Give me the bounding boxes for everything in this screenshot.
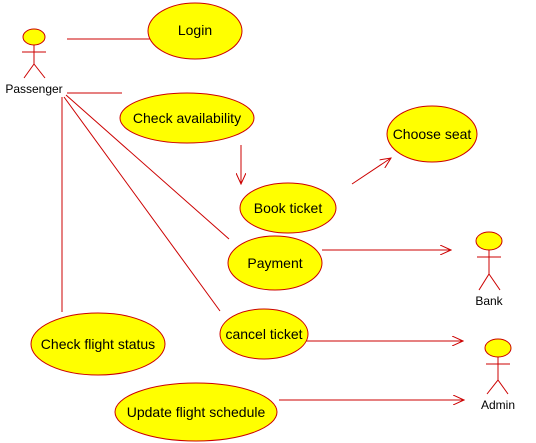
actor-bank: Bank [475,231,504,308]
connectors [61,38,464,400]
edge-passenger-book-ticket [65,94,230,240]
usecase-label-choose-seat: Choose seat [393,126,472,142]
edge-passenger-payment [63,96,221,312]
usecase-book-ticket: Book ticket [239,182,337,234]
usecase-label-cancel-ticket: cancel ticket [225,326,302,342]
stick-figure-icon [484,338,512,395]
actor-admin: Admin [481,338,515,412]
usecase-label-login: Login [178,22,212,38]
usecase-check-availability: Check availability [119,92,255,144]
stick-figure-icon [22,28,46,79]
usecase-payment: Payment [227,235,323,291]
usecase-label-payment: Payment [247,255,302,271]
usecase-login: Login [147,2,243,60]
usecase-label-check-flight-status: Check flight status [41,336,155,352]
usecase-label-check-availability: Check availability [133,110,241,126]
edge-book-ticket-choose-seat [351,158,391,185]
usecase-cancel-ticket: cancel ticket [219,308,309,360]
actor-passenger: Passenger [5,28,63,96]
usecase-label-update-flight-schedule: Update flight schedule [127,404,266,420]
stick-figure-icon [475,231,503,291]
actor-label-bank: Bank [475,294,503,308]
usecase-choose-seat: Choose seat [386,105,478,163]
actor-label-passenger: Passenger [5,82,62,96]
usecase-label-book-ticket: Book ticket [254,200,323,216]
usecase-update-flight-schedule: Update flight schedule [114,382,278,442]
actor-label-admin: Admin [481,398,515,412]
usecase-check-flight-status: Check flight status [30,312,166,376]
